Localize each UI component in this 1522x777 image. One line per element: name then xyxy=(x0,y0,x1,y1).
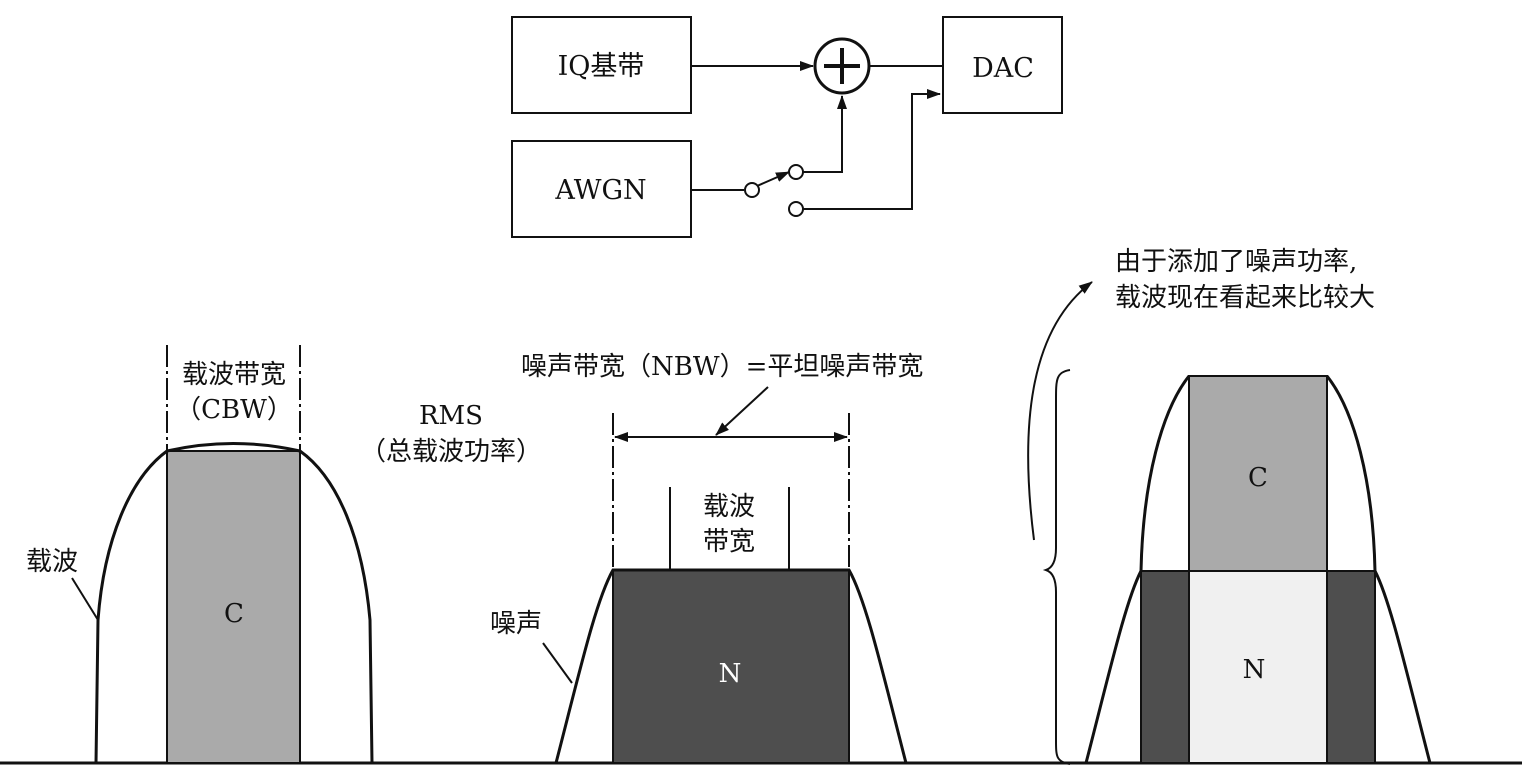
carrier-spectrum-curve xyxy=(94,442,374,764)
combined-carrier-block xyxy=(1188,375,1328,572)
cbw-label-line1: 载波带宽 xyxy=(182,360,286,390)
noise-panel: 噪声带宽（NBW）=平坦噪声带宽 载波 带宽 噪声 N xyxy=(490,352,923,764)
switch-to-dac-line xyxy=(803,89,941,210)
switch-terminal-lower xyxy=(788,201,804,217)
combined-noise-right xyxy=(1326,570,1376,764)
rms-label-line1: RMS xyxy=(419,401,483,431)
switch-arm xyxy=(756,171,790,187)
awgn-label: AWGN xyxy=(554,175,646,206)
iq-baseband-block xyxy=(511,16,692,114)
noise-label: 噪声 xyxy=(490,609,542,639)
switch-to-adder-line xyxy=(803,95,847,173)
switch-input-terminal xyxy=(744,182,760,198)
noise-spectrum-curve xyxy=(554,568,908,764)
power-brace xyxy=(1042,369,1071,765)
nbw-pointer-arrow xyxy=(715,386,769,436)
combined-noise-left xyxy=(1140,570,1190,764)
noise-power-block xyxy=(612,569,850,764)
carrier-power-block xyxy=(166,450,301,764)
combined-noise-letter: N xyxy=(1243,655,1266,685)
note-line1: 由于添加了噪声功率, xyxy=(1115,247,1357,277)
noise-callout-line xyxy=(542,642,573,684)
carrier-label: 载波 xyxy=(26,547,78,577)
rms-label-line2: （总载波功率） xyxy=(360,437,542,467)
cbw-label-line2: （CBW） xyxy=(175,395,293,425)
combined-panel: 由于添加了噪声功率, 载波现在看起来比较大 C N xyxy=(1027,247,1432,765)
switch-terminal-upper xyxy=(788,164,804,180)
iq-baseband-label: IQ基带 xyxy=(558,51,645,82)
noise-block-letter: N xyxy=(719,659,742,689)
note-line2: 载波现在看起来比较大 xyxy=(1115,283,1375,313)
combined-noise-inner xyxy=(1188,570,1328,764)
nbw-label: 噪声带宽（NBW）=平坦噪声带宽 xyxy=(521,352,923,382)
note-curved-arrow xyxy=(1027,281,1093,541)
carrier-bw-label-line2: 带宽 xyxy=(703,527,755,557)
dac-label: DAC xyxy=(972,53,1034,84)
carrier-bw-label-line1: 载波 xyxy=(703,492,755,522)
awgn-block xyxy=(511,140,692,238)
block-diagram: IQ基带 AWGN DAC xyxy=(511,16,1063,238)
dac-block xyxy=(942,16,1063,114)
carrier-panel: 载波 载波带宽 （CBW） RMS （总载波功率） C xyxy=(26,345,542,764)
combined-carrier-letter: C xyxy=(1248,463,1268,493)
carrier-block-letter: C xyxy=(224,599,244,629)
carrier-callout-line xyxy=(71,577,99,621)
